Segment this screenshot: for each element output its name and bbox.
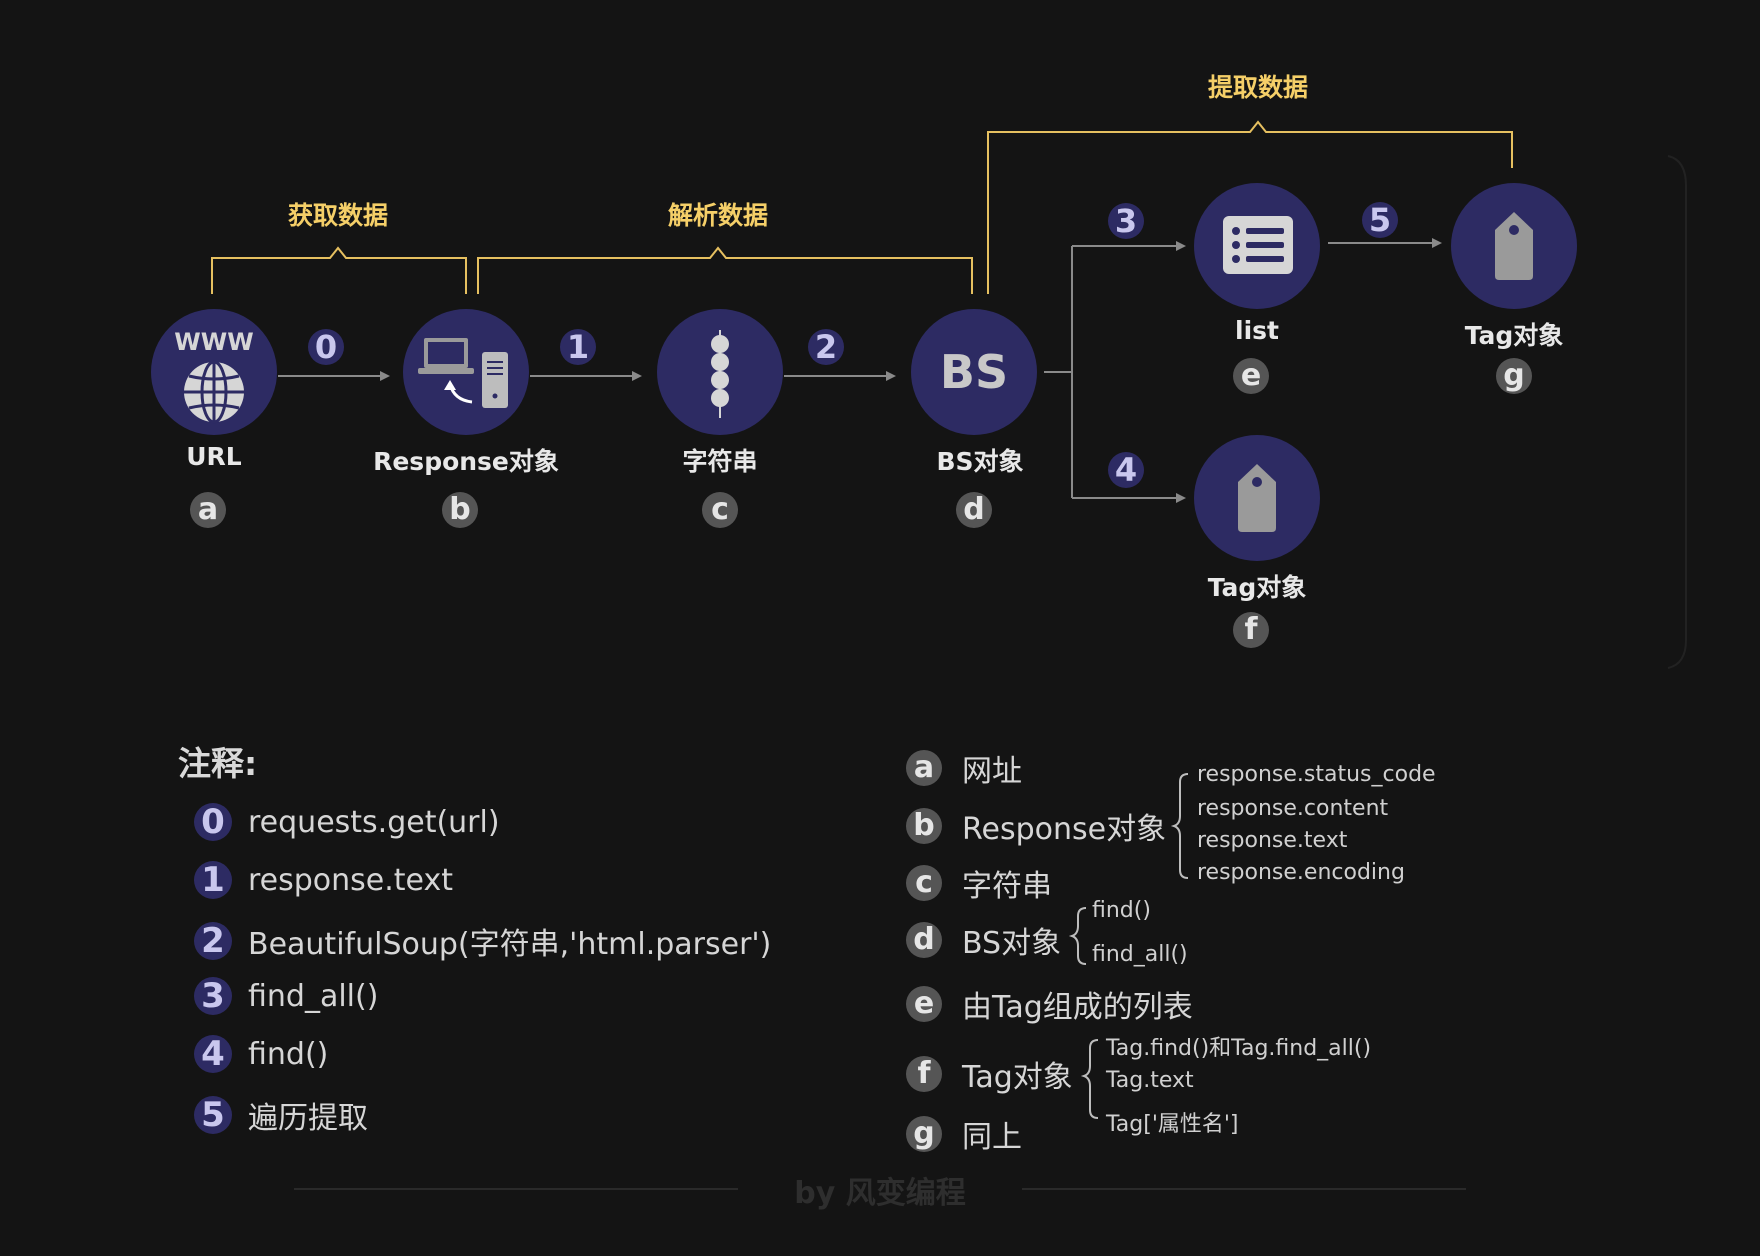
note-item: 1 response.text bbox=[194, 861, 453, 899]
legend-text: Response对象 bbox=[962, 812, 1167, 847]
node-label: Response对象 bbox=[373, 447, 559, 476]
note-number: 4 bbox=[194, 1035, 232, 1073]
note-item: 0 requests.get(url) bbox=[194, 803, 500, 841]
legend-letter-badge: f bbox=[906, 1056, 942, 1092]
legend-item: e 由Tag组成的列表 bbox=[906, 982, 1193, 1026]
extract-bracket bbox=[987, 120, 1513, 294]
note-text: find() bbox=[248, 1036, 329, 1072]
legend-letter-badge: g bbox=[906, 1116, 942, 1152]
step-number: 1 bbox=[560, 329, 596, 365]
parse-bracket bbox=[477, 246, 973, 294]
node-label: BS对象 bbox=[936, 447, 1024, 476]
fetch-bracket bbox=[211, 246, 467, 294]
legend-text: 由Tag组成的列表 bbox=[962, 990, 1193, 1025]
node-label: 字符串 bbox=[682, 447, 758, 476]
legend-letter-badge: a bbox=[906, 750, 942, 786]
legend-item: g 同上 bbox=[906, 1112, 1022, 1156]
note-number: 2 bbox=[194, 922, 232, 960]
footer-credit: by 风变编程 bbox=[794, 1176, 966, 1211]
node-letter-badge: g bbox=[1496, 358, 1532, 394]
svg-text:WWW: WWW bbox=[174, 328, 253, 356]
legend-item: d BS对象 bbox=[906, 918, 1061, 962]
note-number: 3 bbox=[194, 977, 232, 1015]
note-number: 1 bbox=[194, 861, 232, 899]
stage-label-fetch: 获取数据 bbox=[287, 201, 389, 230]
legend-sub-item: response.encoding bbox=[1197, 860, 1405, 885]
legend-brace-f bbox=[1080, 1039, 1099, 1119]
globe-www-icon: WWW bbox=[174, 328, 254, 424]
step-number: 4 bbox=[1108, 452, 1144, 488]
note-text: requests.get(url) bbox=[248, 804, 500, 840]
step-number: 0 bbox=[308, 329, 344, 365]
legend-item: a 网址 bbox=[906, 746, 1022, 790]
tag-icon bbox=[1238, 464, 1276, 532]
branch-connector bbox=[1044, 246, 1073, 498]
legend-sub-item: Tag['属性名'] bbox=[1106, 1112, 1239, 1137]
node-bs-circle bbox=[911, 309, 1037, 435]
node-label: list bbox=[1235, 316, 1279, 345]
step-number: 3 bbox=[1108, 203, 1144, 239]
node-label: URL bbox=[186, 442, 242, 471]
notes-title: 注释: bbox=[178, 744, 258, 783]
legend-sub-item: Tag.find()和Tag.find_all() bbox=[1106, 1036, 1372, 1061]
node-letter-badge: b bbox=[442, 492, 478, 528]
legend-text: 同上 bbox=[962, 1120, 1022, 1155]
stage-label-parse: 解析数据 bbox=[667, 201, 769, 230]
footer-rule-left bbox=[294, 1188, 738, 1190]
legend-text: Tag对象 bbox=[962, 1060, 1073, 1095]
note-number: 0 bbox=[194, 803, 232, 841]
legend-item: f Tag对象 bbox=[906, 1052, 1073, 1096]
note-item: 5 遍历提取 bbox=[194, 1093, 368, 1137]
stage-label-extract: 提取数据 bbox=[1207, 73, 1309, 102]
legend-sub-item: find_all() bbox=[1092, 942, 1188, 967]
note-text: find_all() bbox=[248, 978, 379, 1014]
legend-item: b Response对象 bbox=[906, 804, 1166, 848]
node-label: Tag对象 bbox=[1207, 573, 1307, 602]
legend-item: c 字符串 bbox=[906, 861, 1052, 905]
legend-letter-badge: b bbox=[906, 808, 942, 844]
legend-sub-item: find() bbox=[1092, 898, 1151, 923]
node-letter-badge: a bbox=[190, 492, 226, 528]
skewer-icon bbox=[711, 330, 729, 418]
legend-letter-badge: d bbox=[906, 922, 942, 958]
note-text: 遍历提取 bbox=[248, 1101, 368, 1136]
note-text: response.text bbox=[248, 862, 454, 898]
legend-text: 网址 bbox=[962, 754, 1022, 789]
note-item: 3 find_all() bbox=[194, 977, 378, 1015]
note-item: 4 find() bbox=[194, 1035, 328, 1073]
legend-sub-item: response.text bbox=[1197, 828, 1348, 853]
legend-text: BS对象 bbox=[962, 926, 1062, 961]
node-letter-badge: f bbox=[1233, 612, 1269, 648]
legend-sub-item: response.content bbox=[1197, 796, 1389, 821]
side-frame bbox=[1667, 155, 1687, 669]
legend-sub-item: Tag.text bbox=[1106, 1068, 1194, 1093]
node-letter-badge: e bbox=[1233, 358, 1269, 394]
legend-text: 字符串 bbox=[962, 869, 1052, 904]
node-label: Tag对象 bbox=[1464, 321, 1564, 350]
computer-server-icon bbox=[418, 338, 508, 408]
bs-text-icon: BS bbox=[940, 345, 1008, 399]
node-letter-badge: c bbox=[702, 492, 738, 528]
legend-letter-badge: c bbox=[906, 865, 942, 901]
footer-rule-right bbox=[1022, 1188, 1466, 1190]
legend-letter-badge: e bbox=[906, 986, 942, 1022]
step-number: 2 bbox=[808, 329, 844, 365]
list-icon bbox=[1223, 216, 1293, 274]
tag-icon bbox=[1495, 212, 1533, 280]
node-letter-badge: d bbox=[956, 492, 992, 528]
step-number: 5 bbox=[1362, 202, 1398, 238]
note-number: 5 bbox=[194, 1096, 232, 1134]
note-item: 2 BeautifulSoup(字符串,'html.parser') bbox=[194, 919, 771, 963]
legend-brace-b bbox=[1170, 773, 1189, 879]
legend-sub-item: response.status_code bbox=[1197, 762, 1436, 787]
note-text: BeautifulSoup(字符串,'html.parser') bbox=[248, 927, 772, 962]
legend-brace-d bbox=[1068, 907, 1087, 965]
